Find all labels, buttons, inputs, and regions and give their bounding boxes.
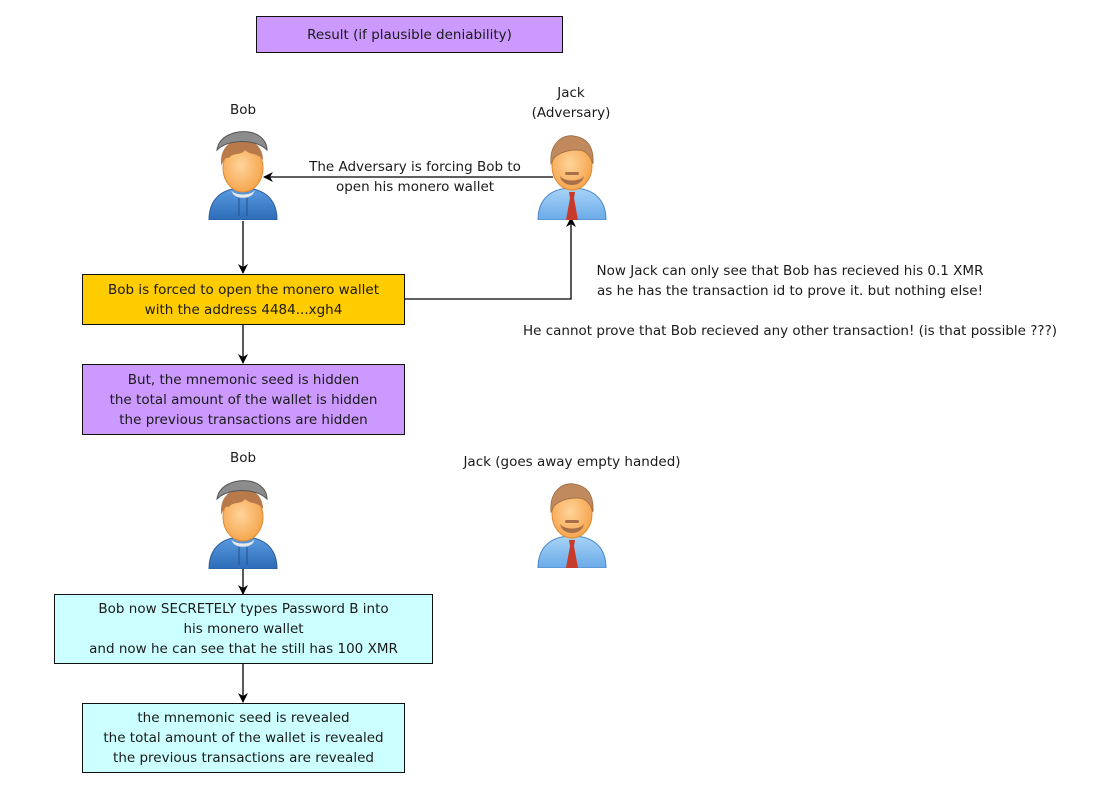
note-cannot-prove: He cannot prove that Bob recieved any ot… <box>522 323 1058 339</box>
user-beard-tie-icon <box>537 135 607 220</box>
jack-bottom-label: Jack (goes away empty handed) <box>463 454 681 470</box>
forced-open-box: Bob is forced to open the monero wallet … <box>82 274 405 325</box>
user-beard-tie-icon <box>537 483 607 568</box>
user-cap-hoodie-icon <box>208 480 278 569</box>
edge-label-forcing: The Adversary is forcing Bob to open his… <box>309 159 521 195</box>
hidden-box: But, the mnemonic seed is hidden the tot… <box>82 364 405 435</box>
bob-top-label: Bob <box>229 102 257 118</box>
jack-top-label: Jack (Adversary) <box>531 85 611 121</box>
secret-password-box: Bob now SECRETELY types Password B into … <box>54 594 433 664</box>
title-box: Result (if plausible deniability) <box>256 16 563 53</box>
bob-bottom-label: Bob <box>229 450 257 466</box>
arrow-forced-box-to-jack <box>404 217 576 300</box>
revealed-box: the mnemonic seed is revealed the total … <box>82 703 405 773</box>
note-jack-sees: Now Jack can only see that Bob has recie… <box>596 263 984 299</box>
user-cap-hoodie-icon <box>208 131 278 220</box>
title-text: Result (if plausible deniability) <box>307 26 512 43</box>
